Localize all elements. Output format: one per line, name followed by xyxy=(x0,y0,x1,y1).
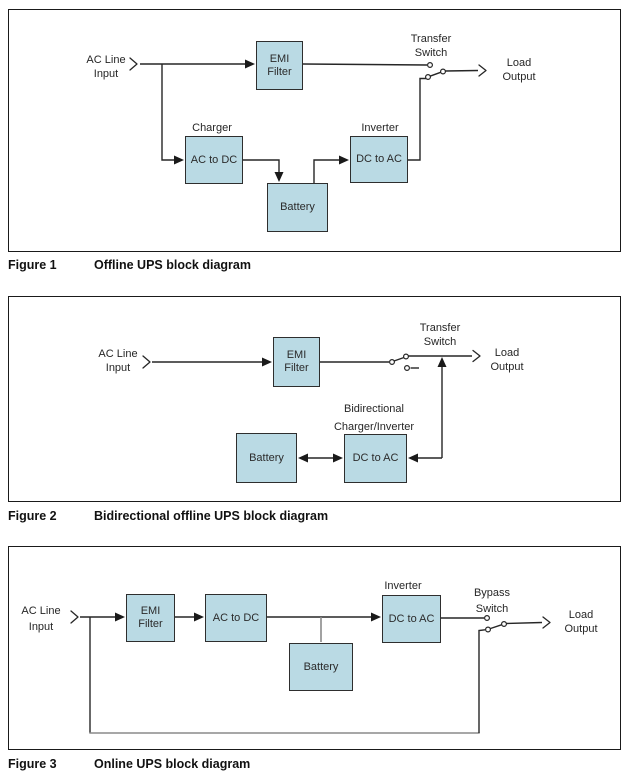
fig2-converter-label: Bidirectional Charger/Inverter xyxy=(333,403,415,433)
fig1-input-label: AC Line Input xyxy=(86,54,126,80)
fig1-caption-label: Figure 1 xyxy=(8,258,57,272)
fig3-ac-to-dc-block: AC to DC xyxy=(205,594,267,642)
fig1-charger-label: Charger xyxy=(192,122,232,134)
fig2-transfer-switch-label: Transfer Switch xyxy=(419,322,461,348)
fig1-caption-title: Offline UPS block diagram xyxy=(94,258,251,272)
fig2-dc-to-ac-block: DC to AC xyxy=(344,434,407,483)
fig2-caption-label: Figure 2 xyxy=(8,509,57,523)
fig1-ac-to-dc-block: AC to DC xyxy=(185,136,243,184)
fig1-inverter-label: Inverter xyxy=(361,122,399,134)
fig2-emi-filter-block: EMI Filter xyxy=(273,337,320,387)
fig2-output-label: Load Output xyxy=(490,347,524,373)
fig3-bypass-switch-label: Bypass Switch xyxy=(473,587,511,615)
fig2-input-label: AC Line Input xyxy=(98,348,138,374)
fig2-battery-block: Battery xyxy=(236,433,297,483)
fig3-caption-title: Online UPS block diagram xyxy=(94,757,251,771)
figure2-panel xyxy=(8,296,621,502)
fig2-caption-title: Bidirectional offline UPS block diagram xyxy=(94,509,329,523)
fig3-dc-to-ac-block: DC to AC xyxy=(382,595,441,643)
fig3-emi-filter-block: EMI Filter xyxy=(126,594,175,642)
fig1-dc-to-ac-block: DC to AC xyxy=(350,136,408,183)
fig1-emi-filter-block: EMI Filter xyxy=(256,41,303,90)
fig3-input-label: AC Line Input xyxy=(21,605,61,633)
fig1-battery-block: Battery xyxy=(267,183,328,232)
fig1-output-label: Load Output xyxy=(502,57,536,83)
fig3-output-label: Load Output xyxy=(564,609,598,635)
fig1-transfer-switch-label: Transfer Switch xyxy=(410,33,452,59)
fig3-caption-label: Figure 3 xyxy=(8,757,57,771)
fig3-battery-block: Battery xyxy=(289,643,353,691)
fig3-inverter-label: Inverter xyxy=(384,580,422,592)
